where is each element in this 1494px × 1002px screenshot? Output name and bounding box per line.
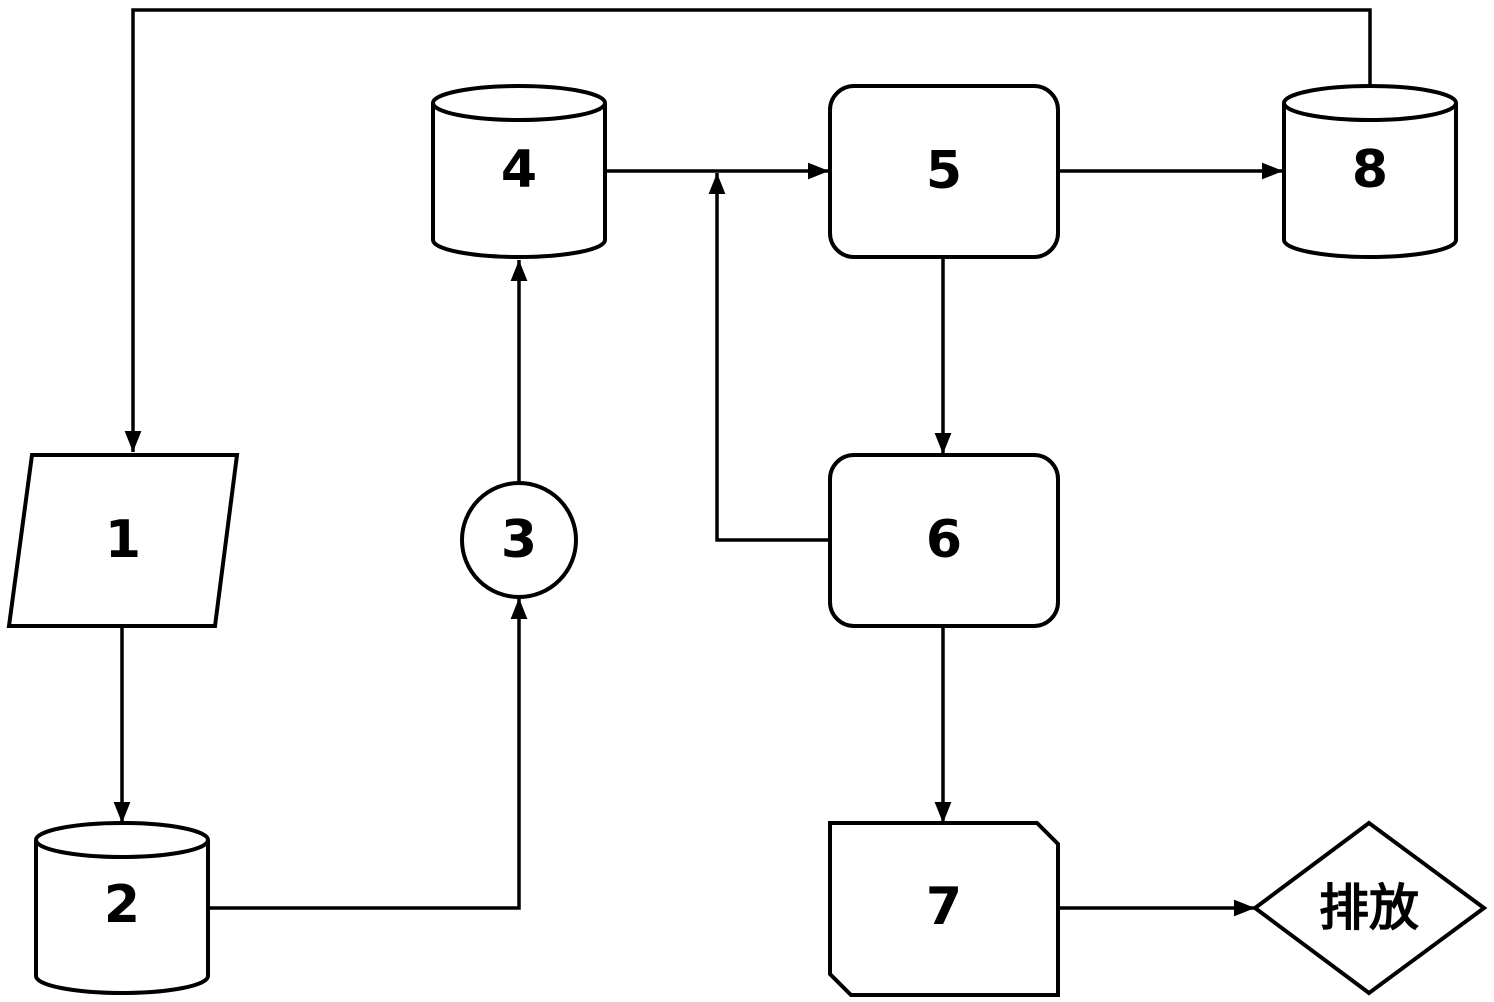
node-7: 7 (828, 821, 1060, 997)
node-4: 4 (431, 84, 607, 259)
node-3: 3 (460, 481, 578, 599)
node-7-label: 7 (926, 877, 962, 937)
node-3-label: 3 (501, 510, 537, 570)
node-discharge: 排放 (1251, 820, 1488, 996)
node-2: 2 (34, 821, 210, 995)
node-1-label: 1 (105, 510, 141, 570)
node-5: 5 (828, 84, 1060, 259)
node-discharge-label: 排放 (1319, 879, 1419, 937)
node-5-label: 5 (926, 141, 962, 201)
edge-2-to-3 (208, 598, 528, 910)
node-2-label: 2 (104, 875, 140, 935)
node-6: 6 (828, 453, 1060, 628)
node-6-label: 6 (926, 510, 962, 570)
node-8-label: 8 (1352, 140, 1388, 200)
node-8: 8 (1282, 84, 1458, 259)
edge-6-to-5 (708, 173, 830, 542)
node-1: 1 (6, 453, 240, 628)
node-4-label: 4 (501, 140, 537, 200)
edge-8-to-1 (124, 8, 1372, 452)
